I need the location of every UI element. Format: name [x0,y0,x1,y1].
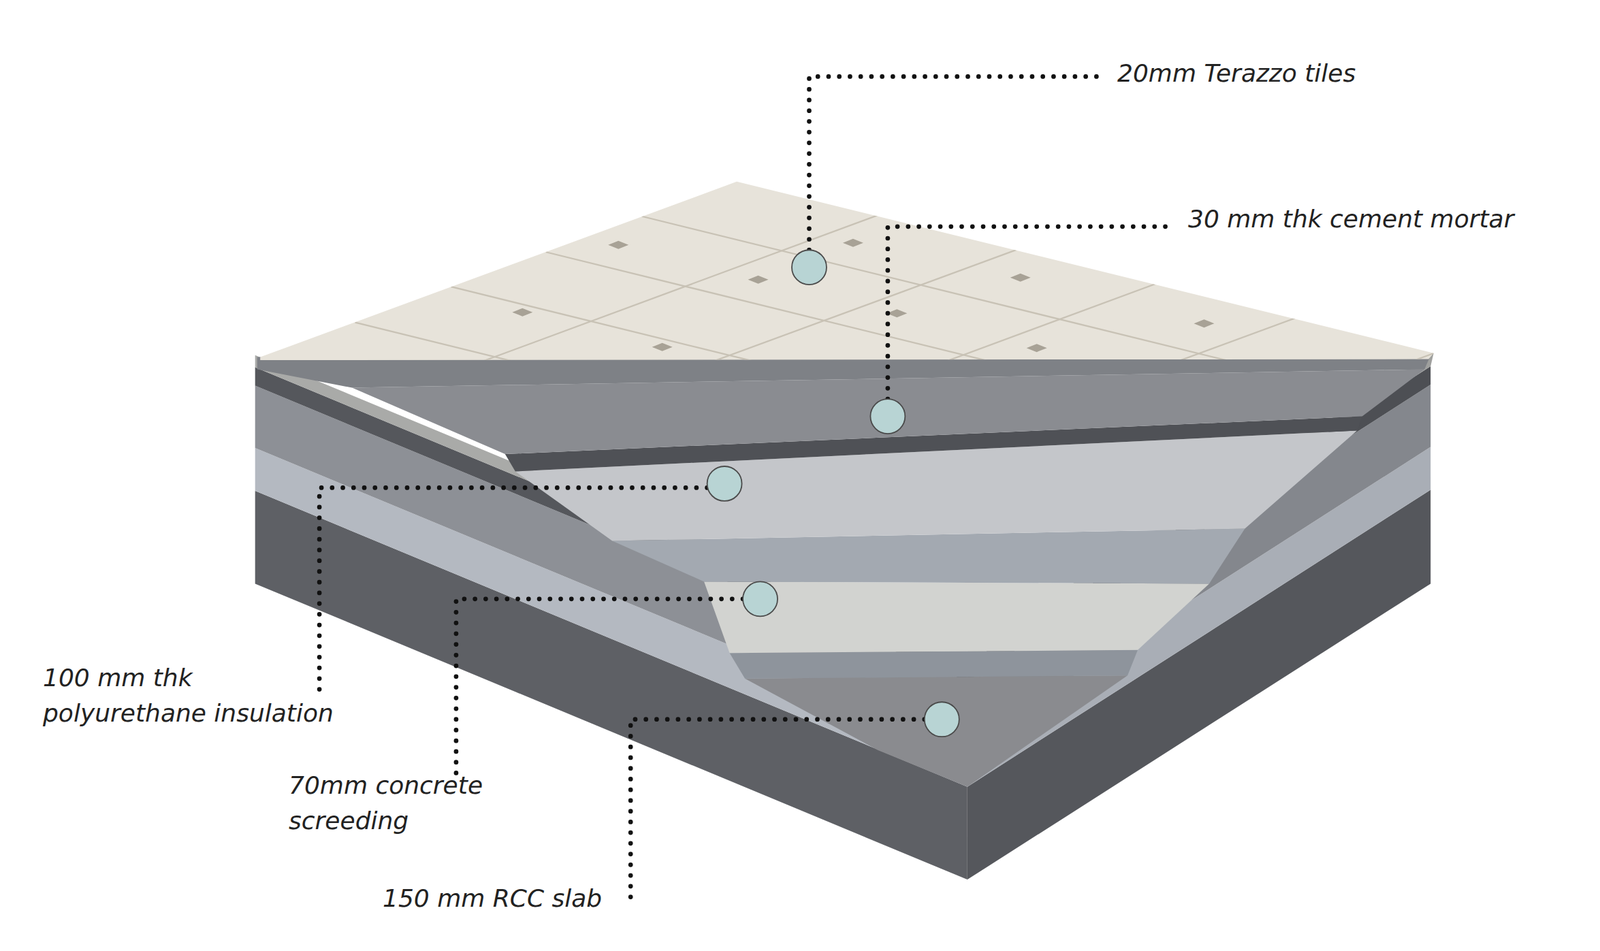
tile-joint [817,283,1389,495]
tile-insert [1194,319,1215,328]
screed-cut [729,650,1138,679]
callout-marker [707,466,743,502]
tile-insert [1026,343,1048,352]
leader-line [808,76,1104,250]
tile-joint [642,216,1479,423]
tile-insert [512,308,533,317]
tile-insert [652,343,673,352]
callout-label: 20mm Terazzo tiles [1117,55,1356,92]
tile-joint [957,318,1529,530]
cutaway-steps [257,181,1434,788]
leader-line [630,719,925,901]
callout-label: 150 mm RCC slab [382,881,602,917]
callout-label: 70mm concrete screeding [288,768,507,839]
callout-marker [870,398,905,434]
tile-joints [355,180,1530,529]
tile-insert [842,238,864,248]
tile-insert [748,275,769,284]
leader-line [319,487,708,692]
callout-label: 100 mm thk polyurethane insulation [42,660,350,732]
tile-joint [355,322,1193,530]
callout-label: 30 mm thk cement mortar [1188,201,1514,237]
leader-line [456,599,743,776]
screed-top [704,581,1210,653]
tile-insert [1010,273,1031,282]
callout-marker [924,701,960,737]
tile-insert [608,241,629,250]
callout-marker [791,249,827,285]
callout-marker [742,581,778,617]
tile-joint [546,251,1383,459]
slab-top [744,675,1128,787]
callout-markers [707,249,960,737]
leader-line [887,226,1176,399]
tile-joint [450,286,1288,493]
tile-inserts [512,238,1214,352]
